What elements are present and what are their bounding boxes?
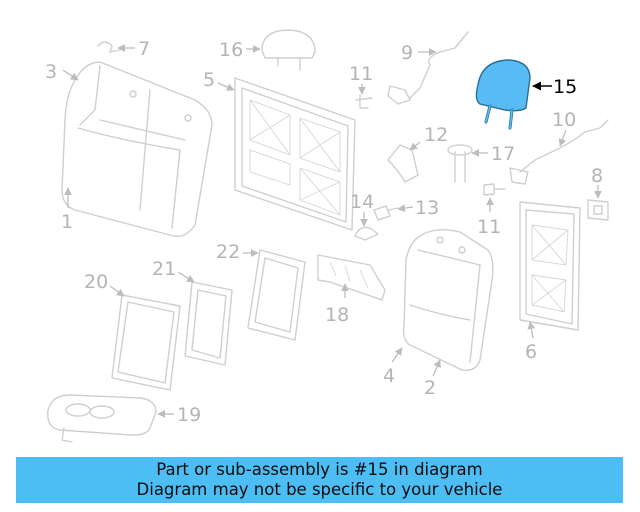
callout-label: 1 bbox=[61, 211, 73, 233]
callout-label-highlighted: 15 bbox=[553, 76, 577, 98]
callout-label: 22 bbox=[216, 241, 240, 263]
callout-11-lower: 11 bbox=[477, 197, 501, 238]
callout-12: 12 bbox=[409, 124, 448, 151]
callout-label: 18 bbox=[325, 304, 349, 326]
callout-3: 3 bbox=[45, 61, 79, 83]
release-cable-lower bbox=[509, 119, 609, 185]
banner-line-1: Part or sub-assembly is #15 in diagram bbox=[156, 460, 483, 479]
bracket-18 bbox=[317, 254, 386, 301]
panel-21 bbox=[184, 281, 233, 366]
callout-22: 22 bbox=[216, 241, 259, 263]
callout-label: 4 bbox=[383, 365, 395, 387]
callout-label: 10 bbox=[552, 109, 576, 131]
callout-16: 16 bbox=[219, 39, 261, 61]
callout-label: 21 bbox=[152, 258, 176, 280]
callout-label: 7 bbox=[138, 38, 150, 60]
panel-22 bbox=[247, 249, 306, 341]
callout-label: 17 bbox=[491, 143, 515, 165]
armrest-board bbox=[111, 294, 181, 391]
callout-label: 20 bbox=[84, 271, 108, 293]
callout-label: 9 bbox=[401, 42, 413, 64]
callout-label: 14 bbox=[350, 191, 374, 213]
callout-label: 19 bbox=[177, 404, 201, 426]
callout-14: 14 bbox=[350, 191, 374, 227]
callout-20: 20 bbox=[84, 271, 125, 297]
headrest-highlighted bbox=[475, 59, 531, 130]
bolt-upper bbox=[355, 94, 373, 109]
callout-label: 12 bbox=[424, 124, 448, 146]
parts-diagram: 1 2 3 4 5 6 7 8 9 10 11 11 bbox=[45, 29, 609, 443]
callout-18: 18 bbox=[325, 283, 349, 326]
callout-4: 4 bbox=[383, 347, 403, 387]
clip-part bbox=[97, 41, 123, 53]
callout-2: 2 bbox=[424, 359, 441, 399]
callout-label: 8 bbox=[591, 165, 603, 187]
release-cable-upper bbox=[387, 31, 469, 105]
seat-back-frame-center bbox=[234, 77, 356, 231]
callout-5: 5 bbox=[203, 69, 235, 91]
bolt-13 bbox=[373, 205, 399, 221]
seat-back-cover-left bbox=[61, 61, 213, 237]
headrest-center bbox=[261, 29, 316, 71]
callout-13: 13 bbox=[397, 197, 439, 219]
callout-7: 7 bbox=[117, 38, 150, 60]
callout-1: 1 bbox=[61, 187, 73, 233]
callout-label: 16 bbox=[219, 39, 243, 61]
callout-8: 8 bbox=[591, 165, 603, 199]
callout-label: 3 bbox=[45, 61, 57, 83]
callout-11-upper: 11 bbox=[349, 63, 373, 95]
hook-14 bbox=[354, 226, 379, 241]
callout-label: 2 bbox=[424, 377, 436, 399]
headrest-guide bbox=[447, 144, 473, 183]
bolt-lower bbox=[483, 183, 506, 196]
callout-label: 6 bbox=[525, 341, 537, 363]
callout-10: 10 bbox=[552, 109, 576, 147]
release-button bbox=[587, 199, 609, 221]
bracket-12 bbox=[387, 144, 419, 183]
callout-label: 11 bbox=[349, 63, 373, 85]
seat-back-frame-right bbox=[519, 201, 581, 331]
info-banner: Part or sub-assembly is #15 in diagram D… bbox=[16, 457, 623, 503]
banner-line-2: Diagram may not be specific to your vehi… bbox=[136, 480, 503, 499]
seat-back-cover-right bbox=[402, 229, 494, 371]
callout-6: 6 bbox=[525, 321, 537, 363]
callout-21: 21 bbox=[152, 258, 195, 283]
callout-19: 19 bbox=[157, 404, 201, 426]
callout-15-highlighted: 15 bbox=[532, 76, 577, 98]
callout-17: 17 bbox=[471, 143, 515, 165]
callout-label: 13 bbox=[415, 197, 439, 219]
armrest-cupholder bbox=[47, 394, 157, 443]
callout-label: 11 bbox=[477, 216, 501, 238]
callout-label: 5 bbox=[203, 69, 215, 91]
callout-9: 9 bbox=[401, 42, 437, 64]
